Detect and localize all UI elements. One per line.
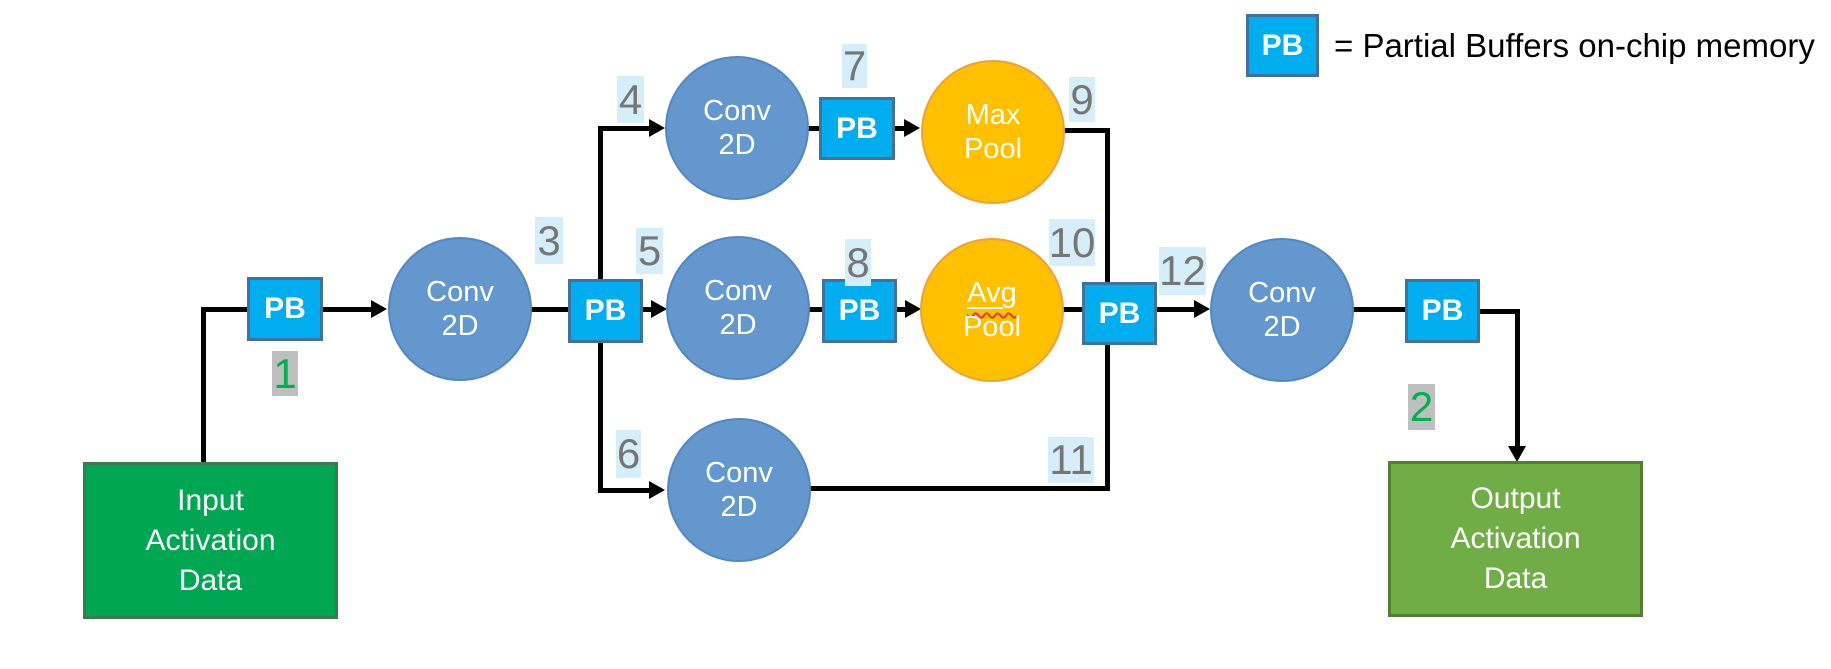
arrowhead-into-conv-right xyxy=(1194,300,1210,318)
connector-avgpool-to-pb10 xyxy=(1060,307,1085,312)
conv2d-node-mid: Conv 2D xyxy=(666,236,810,380)
arrowhead-into-maxpool xyxy=(904,119,920,137)
connector-convbottom-out xyxy=(810,486,1110,491)
badge-7: 7 xyxy=(842,42,867,89)
badge-9: 9 xyxy=(1069,75,1095,123)
connector-input-vertical xyxy=(201,307,206,464)
connector-conv1-to-pb2 xyxy=(529,307,571,312)
connector-pb-out-horizontal xyxy=(1478,309,1520,314)
pb-node-2: PB xyxy=(568,279,643,343)
conv2d-node-right: Conv 2D xyxy=(1210,238,1354,382)
conv2d-node-1: Conv 2D xyxy=(388,237,532,381)
badge-5: 5 xyxy=(636,227,663,274)
avgpool-label-line1: Avg xyxy=(967,276,1016,310)
output-box-line1: Output xyxy=(1470,482,1561,515)
legend-definition-text: = Partial Buffers on-chip memory xyxy=(1334,26,1815,64)
connector-pb1-to-conv1 xyxy=(321,307,373,312)
badge-11: 11 xyxy=(1048,436,1094,483)
input-box-line3: Data xyxy=(178,563,243,597)
conv2d-label-line1: Conv xyxy=(705,457,773,489)
arrowhead-into-conv-mid xyxy=(651,300,667,318)
conv2d-label-line2: 2D xyxy=(719,309,757,341)
connector-pb2-to-convmid xyxy=(641,307,653,312)
conv2d-label-line1: Conv xyxy=(1248,277,1316,309)
input-activation-box: Input Activation Data xyxy=(83,462,338,619)
conv2d-node-bottom: Conv 2D xyxy=(667,418,811,562)
badge-3: 3 xyxy=(535,217,563,264)
conv2d-label-line2: 2D xyxy=(718,129,756,161)
connector-convtop-to-pb7 xyxy=(807,126,822,131)
legend-pb-icon: PB xyxy=(1246,14,1319,77)
maxpool-label-line2: Pool xyxy=(963,133,1023,165)
pb-node-merge: PB xyxy=(1082,282,1157,345)
avgpool-label-text: Avg xyxy=(967,277,1017,309)
pb-node-mid: PB xyxy=(822,279,897,343)
connector-pb10-to-convright xyxy=(1155,307,1197,312)
output-box-line2: Activation xyxy=(1450,522,1581,555)
connector-convright-to-pb xyxy=(1352,307,1408,312)
badge-2: 2 xyxy=(1408,383,1435,430)
conv2d-label-line1: Conv xyxy=(704,275,772,307)
badge-6: 6 xyxy=(616,430,641,478)
connector-input-to-pb1 xyxy=(201,307,251,312)
connector-pb7-to-maxpool xyxy=(893,126,905,131)
connector-maxpool-out xyxy=(1062,128,1110,133)
pb-node-out: PB xyxy=(1405,279,1480,343)
connector-pb8-to-avgpool xyxy=(895,307,907,312)
badge-4: 4 xyxy=(617,75,644,123)
arrowhead-into-conv-bottom xyxy=(649,481,665,499)
pb-node-top: PB xyxy=(819,97,895,160)
arrowhead-into-avgpool xyxy=(905,300,921,318)
maxpool-node: Max Pool xyxy=(921,60,1065,204)
arrowhead-into-output-box xyxy=(1508,446,1526,462)
maxpool-label-line1: Max xyxy=(965,99,1021,131)
output-box-line3: Data xyxy=(1483,562,1548,595)
badge-8: 8 xyxy=(845,238,871,286)
arrowhead-into-conv1 xyxy=(371,300,387,318)
conv2d-label-line2: 2D xyxy=(1263,311,1301,343)
arrowhead-into-conv-top xyxy=(649,119,665,137)
pb-node-1: PB xyxy=(247,277,323,341)
input-box-line1: Input xyxy=(177,483,244,517)
avgpool-label-line2: Pool xyxy=(962,311,1022,343)
conv2d-label-line1: Conv xyxy=(426,276,494,308)
avgpool-node: Avg Pool xyxy=(920,238,1064,382)
conv2d-label-line1: Conv xyxy=(703,95,771,127)
conv2d-label-line2: 2D xyxy=(720,491,758,523)
connector-convmid-to-pb8 xyxy=(807,307,825,312)
badge-1: 1 xyxy=(272,349,298,397)
output-activation-box: Output Activation Data xyxy=(1388,461,1643,617)
badge-12: 12 xyxy=(1159,247,1206,295)
connector-to-output-vertical xyxy=(1515,309,1520,446)
input-box-line2: Activation xyxy=(145,523,276,557)
connector-to-conv-top xyxy=(598,126,650,131)
connector-to-conv-bottom xyxy=(598,488,650,493)
badge-10: 10 xyxy=(1048,218,1096,266)
conv2d-label-line2: 2D xyxy=(441,310,479,342)
conv2d-node-top: Conv 2D xyxy=(665,56,809,200)
